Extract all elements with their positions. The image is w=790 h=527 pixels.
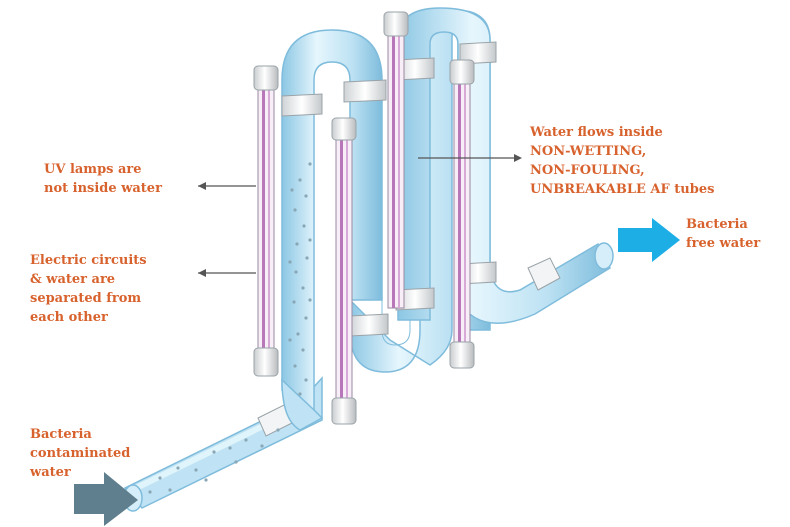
label-bacteria-free: Bacteria free water xyxy=(686,217,761,251)
outlet-arrow-icon xyxy=(618,218,680,262)
uv-lamp-3 xyxy=(383,11,409,309)
label-electric-circuits: Electric circuits & water are separated … xyxy=(30,253,147,325)
tube-clamps xyxy=(281,41,497,337)
inlet-arrow-icon xyxy=(74,472,138,526)
pointer-water-flows xyxy=(418,154,522,162)
pointer-electric-circuits xyxy=(198,269,256,277)
water-bubbles xyxy=(148,162,312,494)
outlet-coupling xyxy=(527,257,561,291)
label-uv-lamps: UV lamps are not inside water xyxy=(44,162,162,196)
uv-lamp-1 xyxy=(253,65,279,377)
label-water-flows: Water flows inside NON-WETTING, NON-FOUL… xyxy=(530,125,715,197)
uv-lamp-2 xyxy=(331,117,357,425)
pointer-uv-lamps xyxy=(198,182,256,190)
uv-lamp-4 xyxy=(449,59,475,369)
label-bacteria-contaminated: Bacteria contaminated water xyxy=(30,427,131,480)
